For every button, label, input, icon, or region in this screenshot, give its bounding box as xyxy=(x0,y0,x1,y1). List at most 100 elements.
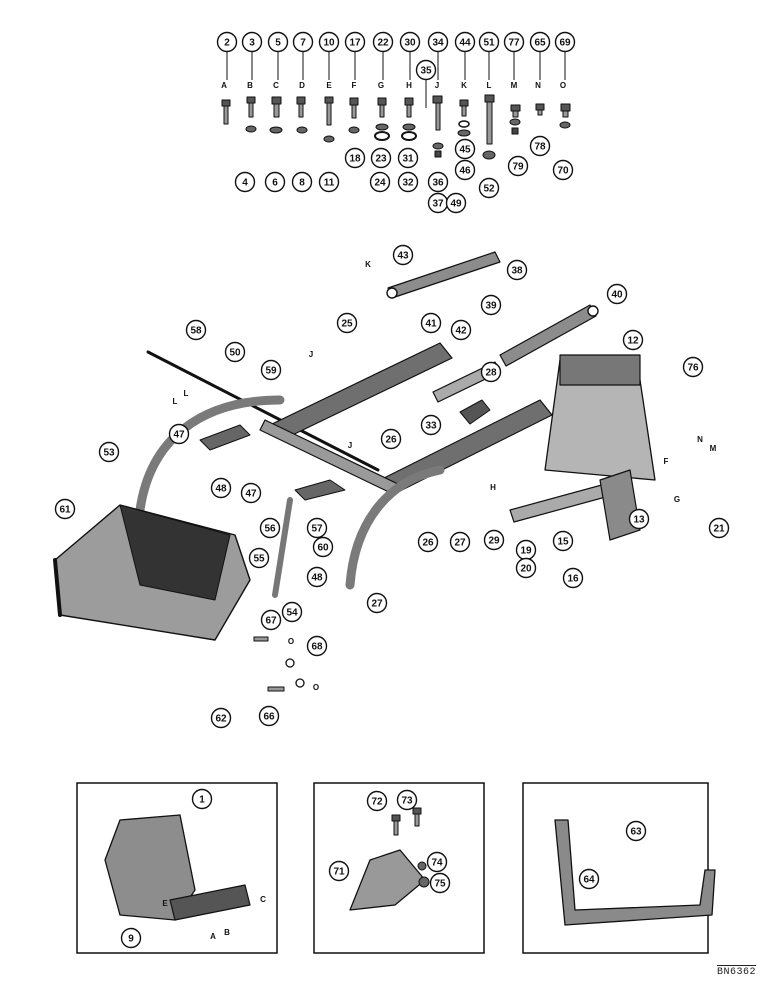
callout-46: 46 xyxy=(454,159,476,181)
callout-number: 64 xyxy=(583,875,595,886)
callout-44: 44 xyxy=(454,31,476,53)
callout-number: 59 xyxy=(265,366,277,377)
letter-label-a: A xyxy=(210,932,216,941)
callout-circle xyxy=(562,567,584,589)
callout-number: 49 xyxy=(450,199,462,210)
callout-number: 4 xyxy=(242,178,248,189)
callout-circle xyxy=(503,31,525,53)
callout-number: 55 xyxy=(253,554,265,565)
callout-68: 68 xyxy=(306,635,328,657)
callout-number: 39 xyxy=(485,301,497,312)
callout-number: 6 xyxy=(272,178,278,189)
bolt-e-illustration xyxy=(323,96,335,143)
callout-57: 57 xyxy=(306,517,328,539)
callout-number: 20 xyxy=(520,564,532,575)
lever-handle-illustration xyxy=(272,497,293,598)
callout-number: 11 xyxy=(324,178,335,189)
callout-circle xyxy=(328,860,350,882)
callout-circle xyxy=(552,159,574,181)
callout-number: 76 xyxy=(687,363,699,374)
callout-circle xyxy=(399,31,421,53)
callout-36: 36 xyxy=(427,171,449,193)
callout-number: 47 xyxy=(245,489,257,500)
callout-number: 37 xyxy=(432,199,444,210)
letter-label-l: L xyxy=(487,81,492,90)
letter-label-o: O xyxy=(560,81,566,90)
callout-69: 69 xyxy=(554,31,576,53)
callout-number: 8 xyxy=(299,178,305,189)
callout-circle xyxy=(240,482,262,504)
lower-link-arm-illustration xyxy=(499,304,597,367)
callout-71: 71 xyxy=(328,860,350,882)
callout-64: 64 xyxy=(578,868,600,890)
callout-circle xyxy=(529,135,551,157)
callout-circle xyxy=(426,851,448,873)
callout-26: 26 xyxy=(417,531,439,553)
callout-circle xyxy=(507,155,529,177)
callout-8: 8 xyxy=(291,171,313,193)
callout-circle xyxy=(606,283,628,305)
callout-53: 53 xyxy=(98,441,120,463)
letter-label-k: K xyxy=(365,260,371,269)
letter-label-l: L xyxy=(184,389,189,398)
callout-70: 70 xyxy=(552,159,574,181)
letter-label-l: L xyxy=(173,397,178,406)
callout-circle xyxy=(318,171,340,193)
callout-circle xyxy=(210,477,232,499)
bolt-d-illustration xyxy=(296,96,308,134)
callout-number: 15 xyxy=(557,537,569,548)
letter-label-h: H xyxy=(406,81,412,90)
callout-12: 12 xyxy=(622,329,644,351)
letter-label-f: F xyxy=(664,457,669,466)
callout-circle xyxy=(682,356,704,378)
letter-label-o: O xyxy=(288,637,294,646)
letter-label-j: J xyxy=(348,441,352,450)
callout-40: 40 xyxy=(606,283,628,305)
callout-number: 51 xyxy=(483,38,495,49)
callout-number: 58 xyxy=(190,326,202,337)
callout-number: 50 xyxy=(229,348,241,359)
callout-circle xyxy=(454,31,476,53)
callout-number: 53 xyxy=(103,448,115,459)
callout-number: 43 xyxy=(397,251,409,262)
letter-label-k: K xyxy=(461,81,467,90)
letter-label-d: D xyxy=(299,81,305,90)
letter-label-c: C xyxy=(260,895,266,904)
callout-number: 68 xyxy=(311,642,323,653)
callout-number: 21 xyxy=(713,524,725,535)
callout-number: 44 xyxy=(459,38,471,49)
callout-number: 38 xyxy=(511,266,523,277)
callout-number: 65 xyxy=(534,38,546,49)
callout-75: 75 xyxy=(429,872,451,894)
leader-lines xyxy=(226,52,566,108)
callout-number: 27 xyxy=(371,599,383,610)
callout-67: 67 xyxy=(260,609,282,631)
callout-66: 66 xyxy=(258,705,280,727)
callout-circle xyxy=(248,547,270,569)
callout-circle xyxy=(281,601,303,623)
callout-33: 33 xyxy=(420,414,442,436)
callout-78: 78 xyxy=(529,135,551,157)
callout-58: 58 xyxy=(185,319,207,341)
callout-number: 79 xyxy=(512,162,524,173)
callout-circle xyxy=(191,788,213,810)
callout-number: 18 xyxy=(349,154,361,165)
callout-circle xyxy=(267,31,289,53)
callout-circle xyxy=(210,707,232,729)
callout-15: 15 xyxy=(552,530,574,552)
callout-circle xyxy=(259,517,281,539)
callout-number: 78 xyxy=(534,142,546,153)
callout-circle xyxy=(185,319,207,341)
callout-circle xyxy=(622,329,644,351)
callout-number: 26 xyxy=(385,435,397,446)
callout-circle xyxy=(306,635,328,657)
bolt-k-illustration xyxy=(457,99,471,137)
bolt-a-illustration xyxy=(221,99,231,125)
callout-number: 24 xyxy=(374,178,386,189)
letter-label-g: G xyxy=(378,81,384,90)
callout-number: 73 xyxy=(401,796,413,807)
callout-72: 72 xyxy=(366,790,388,812)
callout-number: 52 xyxy=(483,184,495,195)
